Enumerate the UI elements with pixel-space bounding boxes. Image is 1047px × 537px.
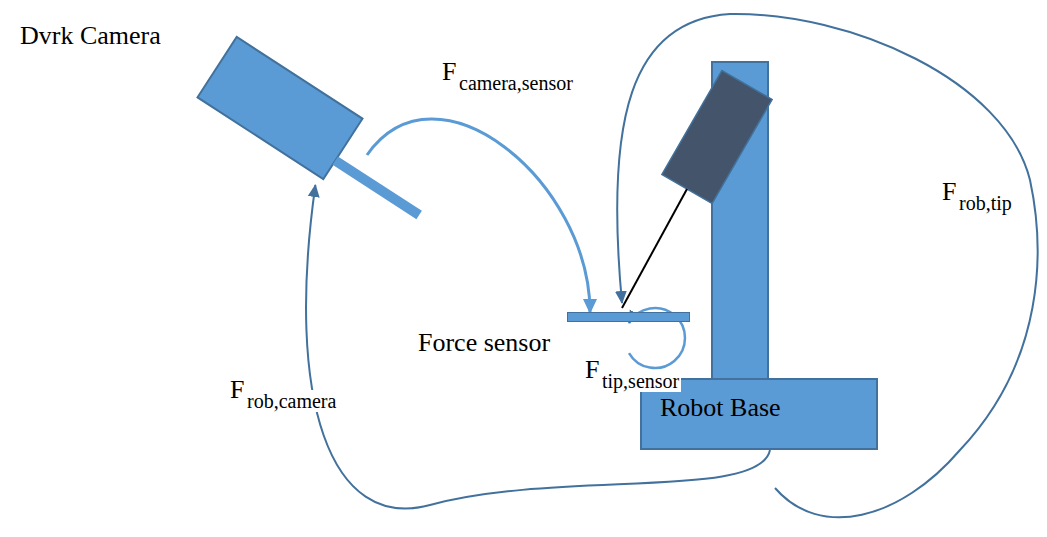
force-sensor: Force sensor <box>567 312 690 322</box>
instrument-shaft <box>622 189 687 308</box>
frame-symbol: F <box>440 58 458 87</box>
frame-subscript: rob,tip <box>957 192 1014 214</box>
instrument-body <box>662 71 772 204</box>
frame-subscript: camera,sensor <box>457 72 575 94</box>
frame-symbol: F <box>583 356 601 385</box>
frame-symbol: F <box>940 178 958 207</box>
node-label: Dvrk Camera <box>20 22 161 51</box>
camera-shape <box>195 35 367 185</box>
frame-subscript: rob,camera <box>245 390 338 412</box>
frame-subscript: tip,sensor <box>600 370 681 392</box>
transform-arrow <box>367 119 590 312</box>
node-label: Robot Base <box>660 394 781 423</box>
node-label: Force sensor <box>418 329 550 358</box>
camera-shaft <box>333 156 422 219</box>
transform-arrow <box>617 14 1037 517</box>
camera-node: Dvrk Camera <box>195 35 367 185</box>
transform-arrow <box>306 185 770 508</box>
frame-symbol: F <box>228 376 246 405</box>
